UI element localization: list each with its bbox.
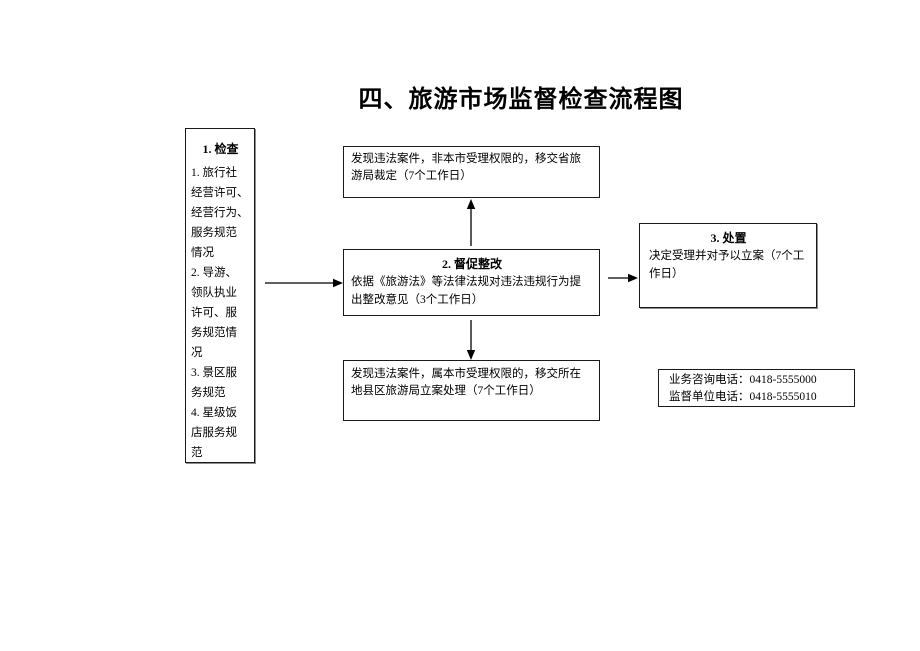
rectify-step-heading: 2. 督促整改 bbox=[441, 257, 502, 271]
dispose-step-text: 决定受理并对予以立案（7个工 作日） bbox=[649, 250, 805, 280]
contact-supervisor-phone: 监督单位电话：0418-5555010 bbox=[669, 391, 817, 403]
contact-consult-phone: 业务咨询电话：0418-5555000 bbox=[669, 374, 817, 386]
rectify-step-box: 2. 督促整改 依据《旅游法》等法律法规对违法违规行为提 出整改意见（3个工作日… bbox=[343, 249, 600, 316]
rectify-step-text: 依据《旅游法》等法律法规对违法违规行为提 出整改意见（3个工作日） bbox=[351, 276, 581, 306]
arrow-inspect-to-rectify bbox=[265, 278, 343, 288]
arrow-rectify-to-dispose bbox=[608, 273, 638, 283]
page-title: 四、旅游市场监督检查流程图 bbox=[358, 87, 684, 113]
contact-info-box: 业务咨询电话：0418-5555000 监督单位电话：0418-5555010 bbox=[658, 369, 855, 407]
inspect-step-heading: 1. 检查 bbox=[202, 142, 239, 156]
dispose-step-heading: 3. 处置 bbox=[710, 231, 747, 245]
arrow-rectify-to-province bbox=[466, 199, 476, 246]
province-transfer-text: 发现违法案件，非本市受理权限的，移交省旅 游局裁定（7个工作日） bbox=[351, 153, 581, 182]
inspect-step-text: 1. 旅行社 经营许可、 经营行为、 服务规范 情况 2. 导游、 领队执业 许… bbox=[191, 167, 249, 459]
county-transfer-text: 发现违法案件，属本市受理权限的，移交所在 地县区旅游局立案处理（7个工作日） bbox=[351, 368, 581, 397]
arrow-rectify-to-county bbox=[466, 320, 476, 360]
province-transfer-box: 发现违法案件，非本市受理权限的，移交省旅 游局裁定（7个工作日） bbox=[343, 146, 600, 198]
dispose-step-box: 3. 处置 决定受理并对予以立案（7个工 作日） bbox=[639, 223, 817, 308]
inspect-step-box: 1. 检查 1. 旅行社 经营许可、 经营行为、 服务规范 情况 2. 导游、 … bbox=[185, 128, 255, 463]
county-transfer-box: 发现违法案件，属本市受理权限的，移交所在 地县区旅游局立案处理（7个工作日） bbox=[343, 360, 600, 421]
